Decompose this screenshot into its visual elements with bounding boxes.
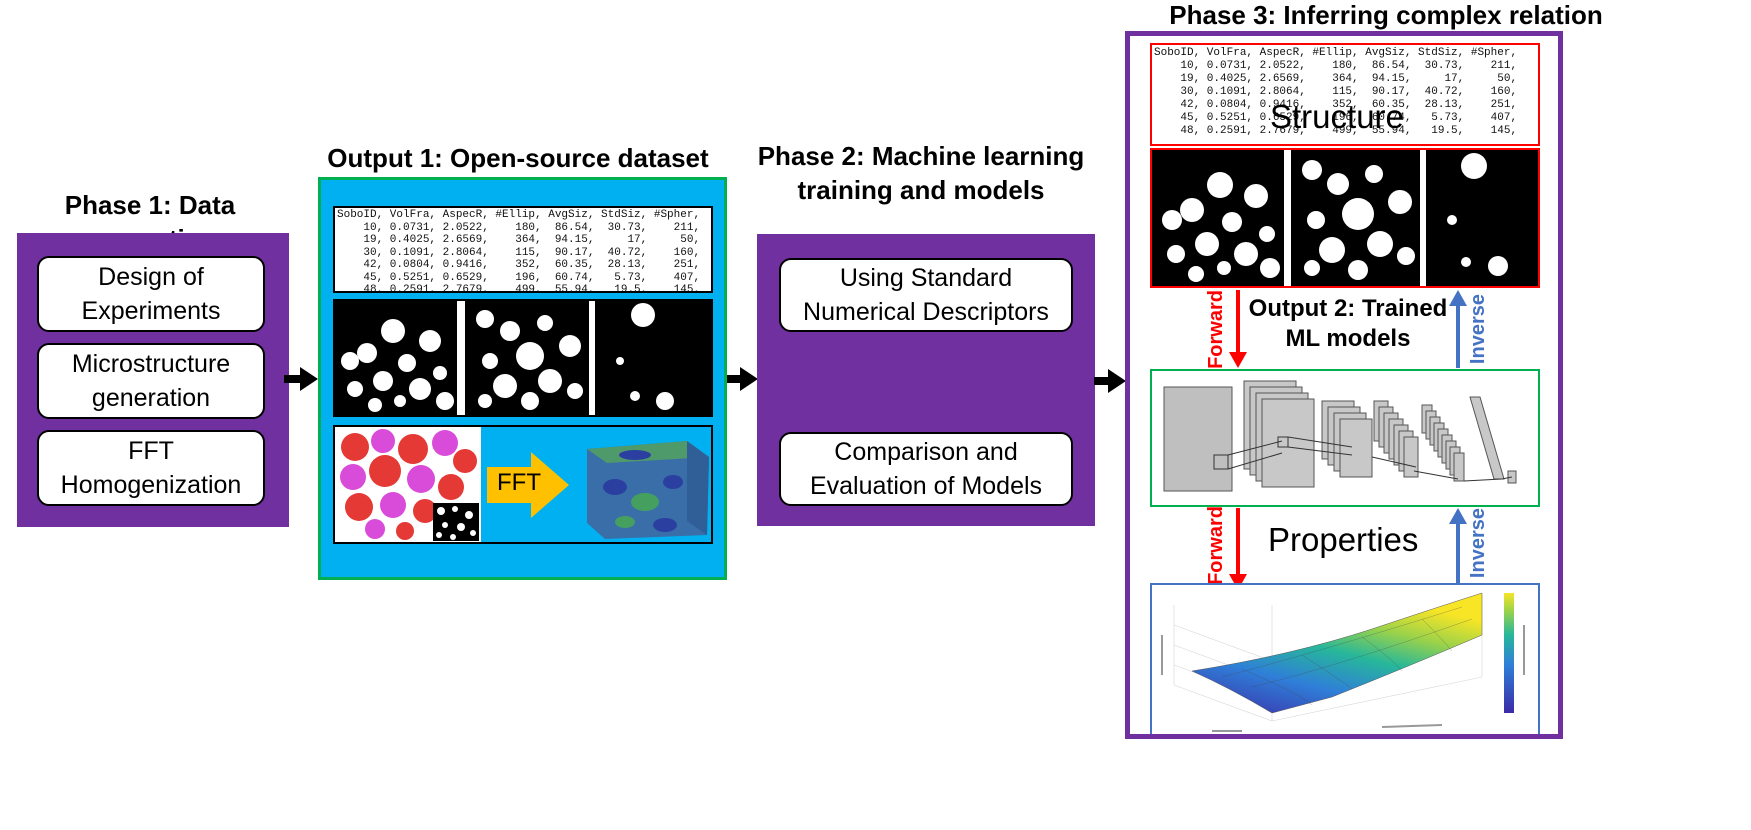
inverse-label-top: Inverse [1467, 294, 1489, 365]
microstructure-images [333, 299, 713, 417]
fft-label: FFT [497, 469, 541, 496]
fft-illustration [335, 427, 709, 542]
microstructure-circles-image [335, 301, 711, 415]
output2-title: Output 2: Trained ML models [1248, 295, 1448, 352]
fft-homogenization-label: FFT Homogenization [60, 437, 242, 499]
ellipsoid-packing-image [340, 429, 479, 541]
output1-title: Output 1: Open-source dataset [327, 143, 709, 173]
standard-descriptors-label: Using Standard Numerical Descriptors [803, 264, 1049, 326]
fft-row: FFT [333, 425, 713, 544]
phase3-panel: SoboID, VolFra, AspecR, #Ellip, AvgSiz, … [1125, 31, 1563, 739]
inverse-label-bottom: Inverse [1467, 508, 1489, 579]
arrow-right-icon [1094, 369, 1126, 393]
surface-plot-image [1161, 592, 1525, 732]
phase2-panel: Using Standard Numerical Descriptors Com… [757, 234, 1095, 526]
fft-homogenization-box: FFT Homogenization [37, 430, 265, 506]
cnn-architecture-image [1163, 380, 1517, 492]
structure-circles-image [1152, 150, 1538, 286]
phase3-table: SoboID, VolFra, AspecR, #Ellip, AvgSiz, … [1150, 43, 1540, 146]
microstructure-generation-box: Microstructure generation [37, 343, 265, 419]
output1-panel: SoboID, VolFra, AspecR, #Ellip, AvgSiz, … [318, 177, 727, 580]
design-of-experiments-label: Design of Experiments [81, 263, 221, 325]
fft-cube-image [587, 441, 709, 539]
phase3-title: Phase 3: Inferring complex relation [1169, 0, 1603, 30]
model-comparison-label: Comparison and Evaluation of Models [809, 438, 1043, 500]
standard-descriptors-box: Using Standard Numerical Descriptors [779, 258, 1073, 332]
forward-arrow-down-icon [1229, 290, 1247, 368]
cnn-diagram [1150, 369, 1540, 507]
phase3-table-text: SoboID, VolFra, AspecR, #Ellip, AvgSiz, … [1154, 47, 1518, 137]
inverse-arrow-up-icon [1449, 290, 1467, 368]
dataset-table-text: SoboID, VolFra, AspecR, #Ellip, AvgSiz, … [337, 209, 701, 293]
structure-images [1150, 148, 1540, 288]
fft-arrow-icon [487, 452, 569, 518]
forward-arrow-down-icon [1229, 508, 1247, 590]
forward-label-bottom: Forward [1205, 506, 1227, 585]
phase1-panel: Design of Experiments Microstructure gen… [17, 233, 289, 527]
property-surface-plot [1150, 583, 1540, 734]
model-comparison-box: Comparison and Evaluation of Models [779, 432, 1073, 506]
structure-label: Structure [1270, 98, 1404, 135]
forward-label-top: Forward [1205, 290, 1227, 369]
inverse-arrow-up-icon [1449, 508, 1467, 590]
design-of-experiments-box: Design of Experiments [37, 256, 265, 332]
microstructure-generation-label: Microstructure generation [71, 350, 231, 412]
arrow-right-icon [284, 367, 318, 391]
properties-label: Properties [1268, 521, 1419, 558]
phase2-title: Phase 2: Machine learning training and m… [757, 141, 1085, 205]
arrow-right-icon [727, 367, 758, 391]
dataset-table: SoboID, VolFra, AspecR, #Ellip, AvgSiz, … [333, 206, 713, 293]
